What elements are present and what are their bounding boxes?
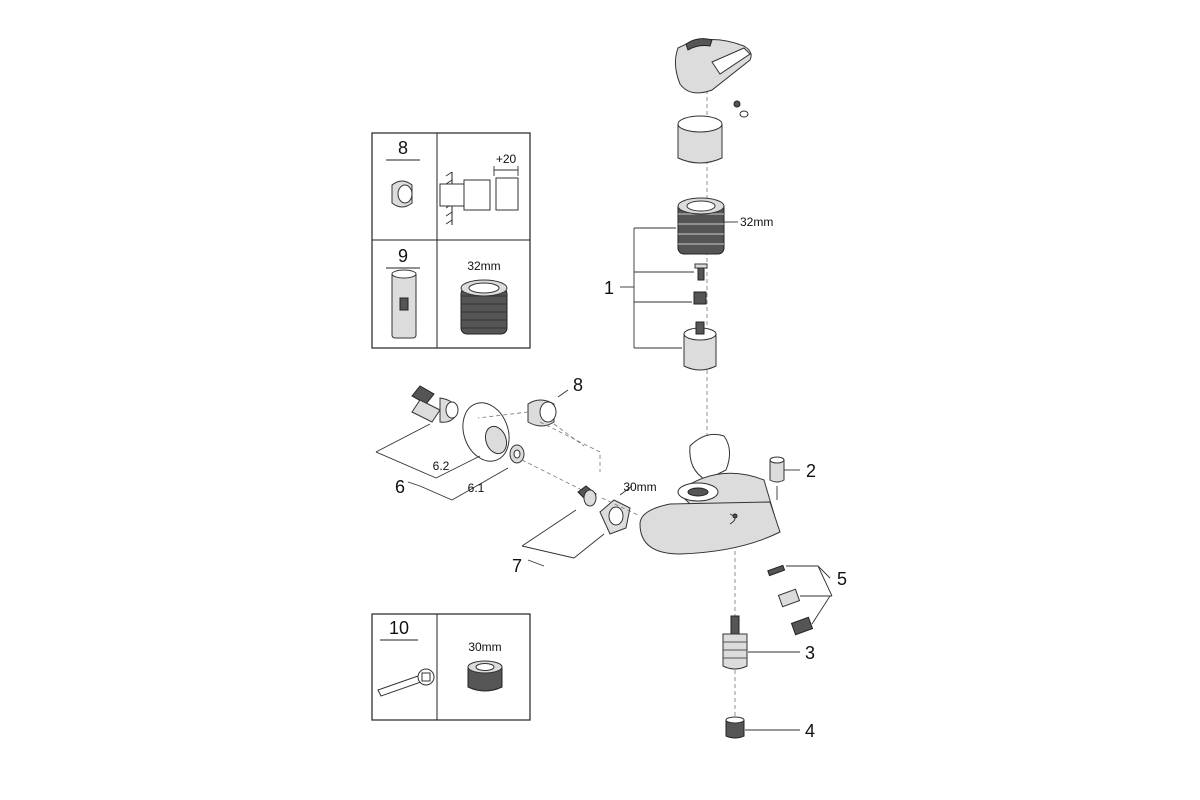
lever-handle-icon xyxy=(674,38,752,118)
panel10-size-label: 30mm xyxy=(468,640,501,654)
socket-tool-icon xyxy=(391,269,417,339)
panel8-extension-label: +20 xyxy=(496,152,517,166)
wall-extension-icon xyxy=(439,166,519,225)
callout-7: 7 xyxy=(512,556,522,576)
aerator-parts-icon xyxy=(767,564,814,636)
escutcheon-icon xyxy=(462,402,510,462)
extension-piece-icon xyxy=(527,399,557,427)
callout-8: 8 xyxy=(573,375,583,395)
diverter-icon xyxy=(722,615,748,670)
stop-ring-icon xyxy=(693,291,707,305)
union-nut-icon xyxy=(599,499,631,535)
cartridge-nut-icon xyxy=(460,279,508,335)
callout-6-bracket xyxy=(375,423,509,501)
callout-2: 2 xyxy=(806,461,816,481)
inset-box-10: 10 30mm xyxy=(371,613,531,721)
callout-5: 5 xyxy=(837,569,847,589)
callout-7-bracket xyxy=(521,509,605,567)
nut-size-label: 30mm xyxy=(623,480,656,494)
callout-3: 3 xyxy=(805,643,815,663)
washer-icon xyxy=(509,444,525,464)
cap-sleeve-icon xyxy=(677,115,723,164)
screw-icon xyxy=(694,263,708,281)
cartridge-size-label: 32mm xyxy=(740,215,773,229)
callout-1: 1 xyxy=(604,278,614,298)
ceramic-cartridge-icon xyxy=(683,321,717,371)
callout-4: 4 xyxy=(805,721,815,741)
nipple-icon xyxy=(577,485,597,507)
panel8-number: 8 xyxy=(398,138,408,158)
callout-6-2: 6.2 xyxy=(433,459,450,473)
callout-1-bracket xyxy=(620,227,694,349)
callout-5-bracket xyxy=(786,565,833,625)
eccentric-connector-icon xyxy=(411,385,459,423)
panel9-size-label: 32mm xyxy=(467,259,500,273)
cartridge-nut-32-icon xyxy=(677,197,725,255)
extension-sleeve-icon xyxy=(391,180,413,208)
inset-box-8-9: 8 +20 9 32mm xyxy=(371,132,531,349)
panel9-number: 9 xyxy=(398,246,408,266)
panel10-number: 10 xyxy=(389,618,409,638)
wrench-icon xyxy=(377,668,435,697)
end-cap-icon xyxy=(725,716,745,739)
mixer-body-icon xyxy=(639,433,781,555)
plug-cap-icon xyxy=(769,456,785,483)
callout-6: 6 xyxy=(395,477,405,497)
callout-6-1: 6.1 xyxy=(468,481,485,495)
hex-nut-icon xyxy=(467,660,503,692)
